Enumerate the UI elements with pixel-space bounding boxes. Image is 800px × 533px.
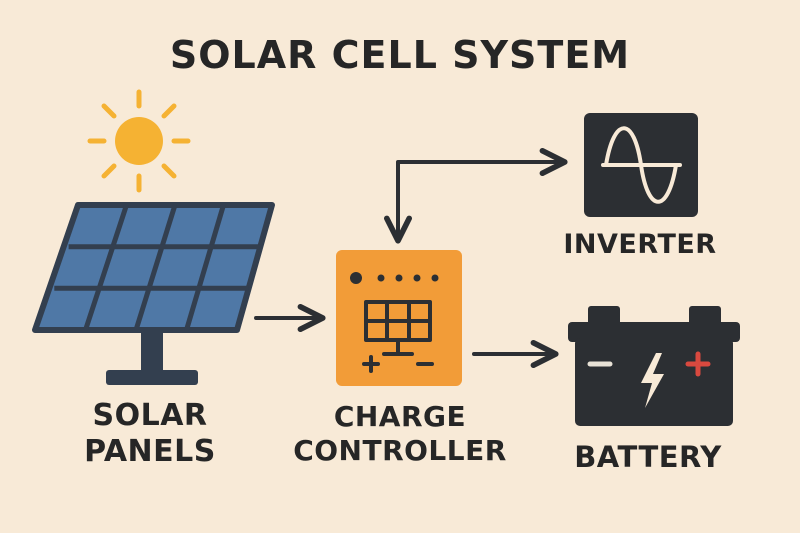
- lightning-icon: [641, 353, 664, 408]
- charge-controller-box: [336, 250, 462, 386]
- charge-controller-label-line1: CHARGE: [333, 400, 467, 433]
- plus-minus-icon: [362, 355, 434, 373]
- inverter-box: [584, 113, 698, 217]
- battery-icon: [568, 306, 740, 426]
- charge-controller-label-line2: CONTROLLER: [293, 434, 507, 467]
- sine-wave-icon: [601, 126, 682, 204]
- charge-controller-label: CHARGE CONTROLLER: [280, 400, 520, 468]
- solar-panel-icon: [32, 202, 275, 385]
- arrow-inverter-controller: [384, 148, 568, 244]
- battery-label: BATTERY: [574, 440, 722, 474]
- solar-panels-label-line1: SOLAR: [92, 398, 208, 433]
- inverter-label: INVERTER: [563, 229, 717, 260]
- sun-icon: [87, 89, 191, 193]
- status-dots-icon: [350, 272, 439, 284]
- solar-panels-label-line2: PANELS: [84, 434, 216, 469]
- solar-panels-label: SOLAR PANELS: [60, 398, 240, 470]
- battery-plus-icon: [685, 351, 711, 377]
- diagram-title: SOLAR CELL SYSTEM: [169, 33, 631, 77]
- mini-solar-panel-icon: [364, 300, 432, 356]
